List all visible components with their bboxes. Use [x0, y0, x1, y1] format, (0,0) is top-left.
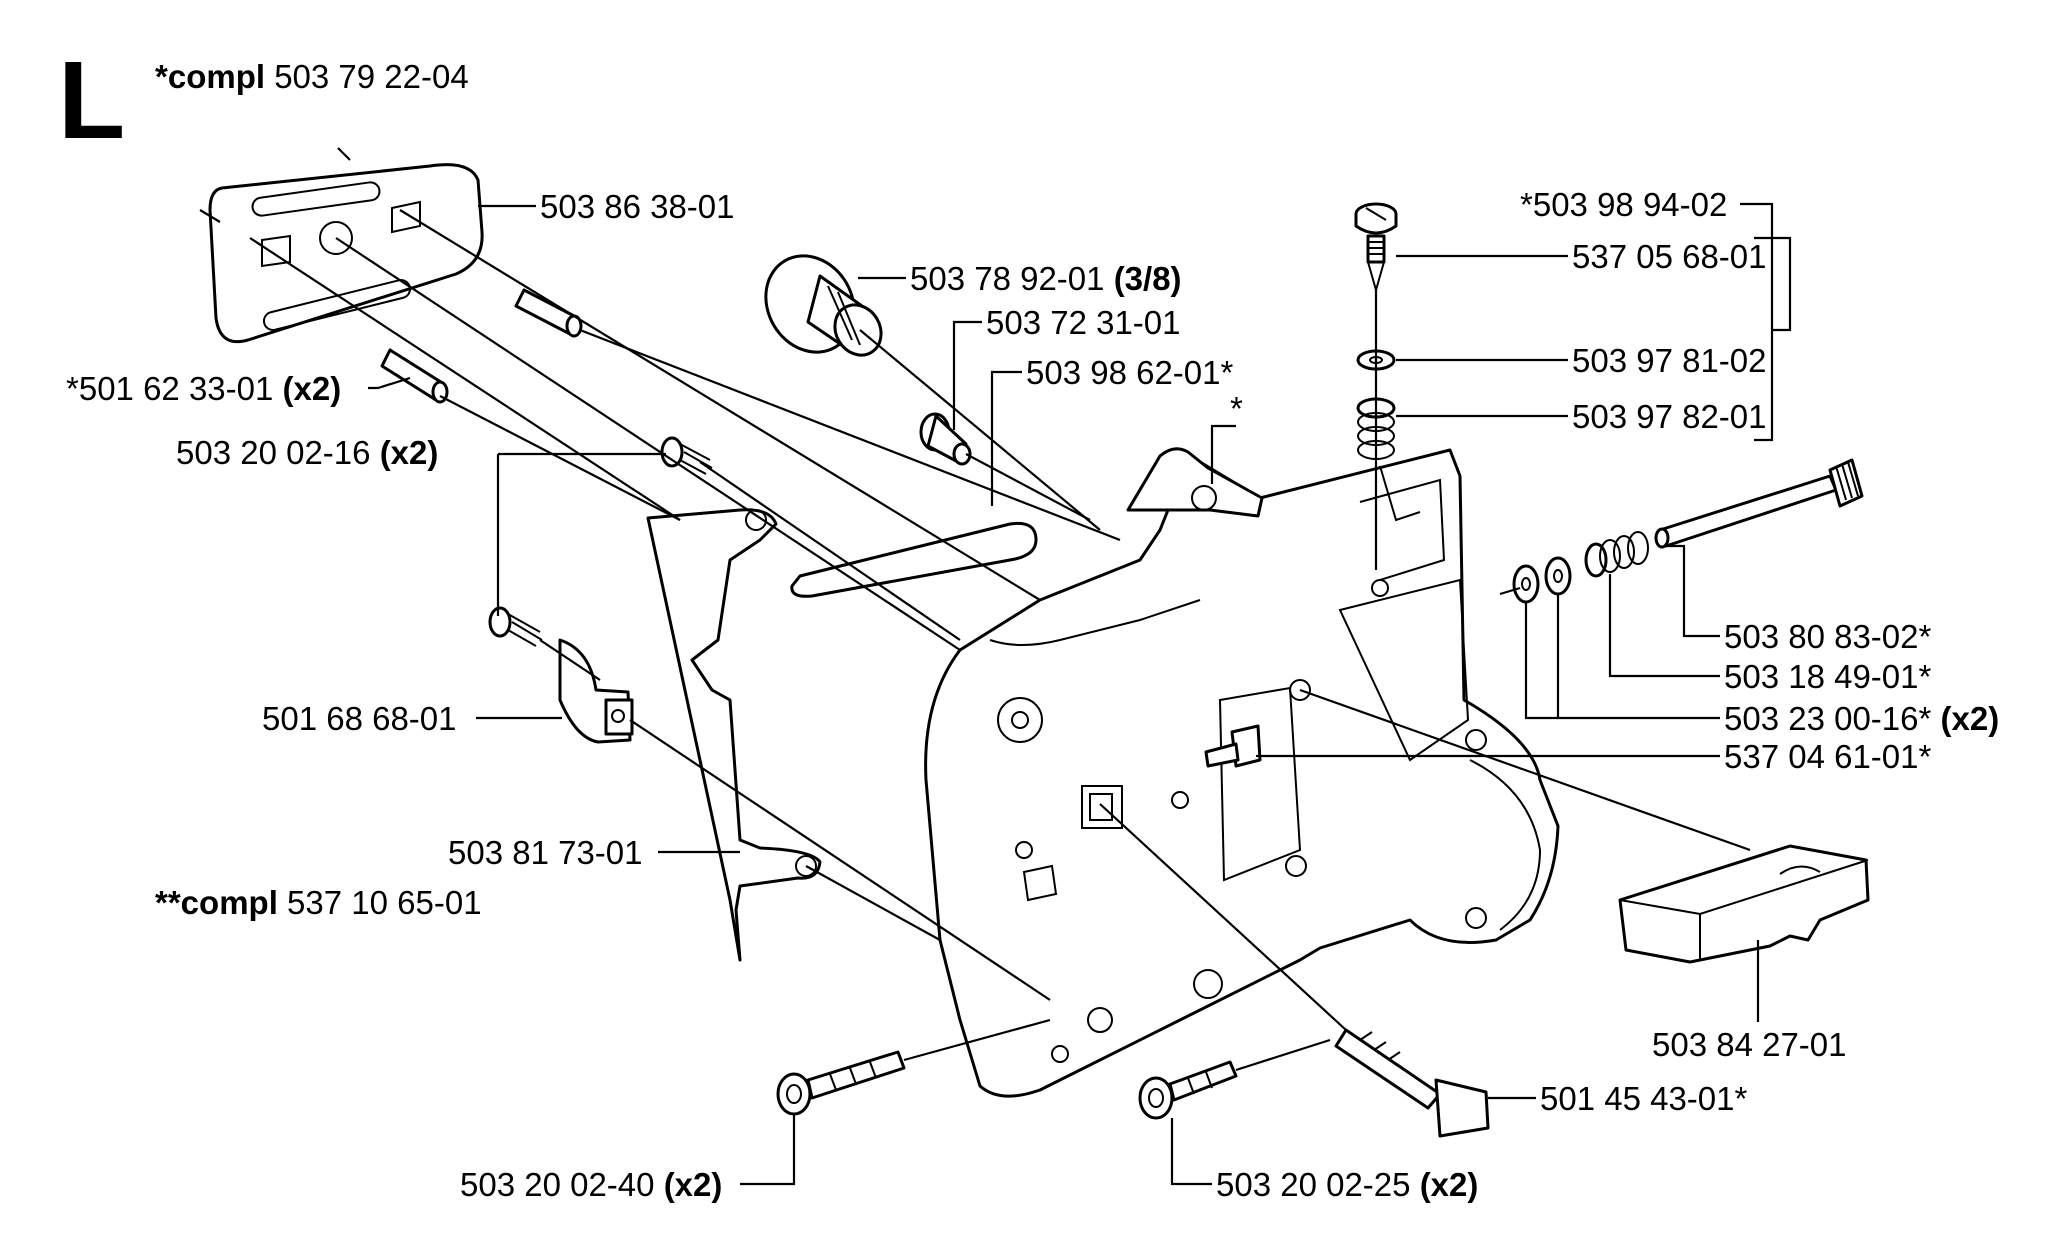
- part-label-p10: 537 05 68-01: [1572, 238, 1767, 275]
- part-label-p6: 503 20 02-16 (x2): [176, 434, 438, 471]
- part-label-p8: 503 81 73-01: [448, 834, 643, 871]
- clip-part: [558, 638, 634, 744]
- part-label-p12: 503 97 82-01: [1572, 398, 1767, 435]
- sleeve-upper: [514, 288, 583, 338]
- star-marker: *: [1230, 390, 1243, 427]
- leader-lines: [368, 202, 1792, 1186]
- part-label-p2: 503 78 92-01 (3/8): [910, 260, 1182, 297]
- assembly-prefix: *compl: [155, 58, 265, 95]
- subassembly-number: 537 10 65-01: [287, 884, 482, 921]
- screw-medium: [1138, 1060, 1238, 1120]
- part-label-p13: 503 80 83-02*: [1724, 618, 1932, 655]
- block-part: [1618, 844, 1870, 964]
- part-label-p18: 501 45 43-01*: [1540, 1080, 1748, 1117]
- part-label-p7: 501 68 68-01: [262, 700, 457, 737]
- tensioner-spring: [1584, 531, 1649, 578]
- subassembly-heading: **compl 537 10 65-01: [155, 884, 482, 921]
- part-label-p5: *501 62 33-01 (x2): [66, 370, 341, 407]
- tensioner-washers: [1512, 556, 1572, 604]
- chain-guard-plate: [646, 508, 822, 962]
- part-label-p19: 503 20 02-40 (x2): [460, 1166, 722, 1203]
- pin-part: [919, 412, 972, 466]
- tensioner-shaft: [1654, 458, 1864, 549]
- screw-long: [776, 1050, 906, 1116]
- part-label-p20: 503 20 02-25 (x2): [1216, 1166, 1478, 1203]
- subassembly-prefix: **compl: [155, 884, 278, 921]
- crankcase-housing: [924, 447, 1560, 1098]
- assembly-heading: *compl 503 79 22-04: [155, 58, 469, 95]
- part-label-p4: 503 98 62-01*: [1026, 354, 1234, 391]
- bolt-part: [1334, 1028, 1490, 1138]
- part-label-p14: 503 18 49-01*: [1724, 658, 1932, 695]
- section-letter: L: [58, 39, 125, 162]
- guide-plate: [199, 147, 484, 344]
- screw-lower: [488, 606, 543, 647]
- adjuster-screw: [1354, 202, 1398, 294]
- plug-part: [764, 254, 883, 357]
- slot-bracket: [790, 521, 1038, 598]
- nipple-part: [1204, 724, 1262, 768]
- part-label-p9: *503 98 94-02: [1520, 186, 1727, 223]
- part-label-p1: 503 86 38-01: [540, 188, 735, 225]
- part-label-p17: 503 84 27-01: [1652, 1026, 1847, 1063]
- part-label-p15: 503 23 00-16* (x2): [1724, 700, 1999, 737]
- part-label-p3: 503 72 31-01: [986, 304, 1181, 341]
- sleeve-lower: [380, 348, 449, 404]
- part-label-p11: 503 97 81-02: [1572, 342, 1767, 379]
- part-label-p16: 537 04 61-01*: [1724, 738, 1932, 775]
- assembly-lines: [249, 209, 1751, 1072]
- assembly-number: 503 79 22-04: [274, 58, 469, 95]
